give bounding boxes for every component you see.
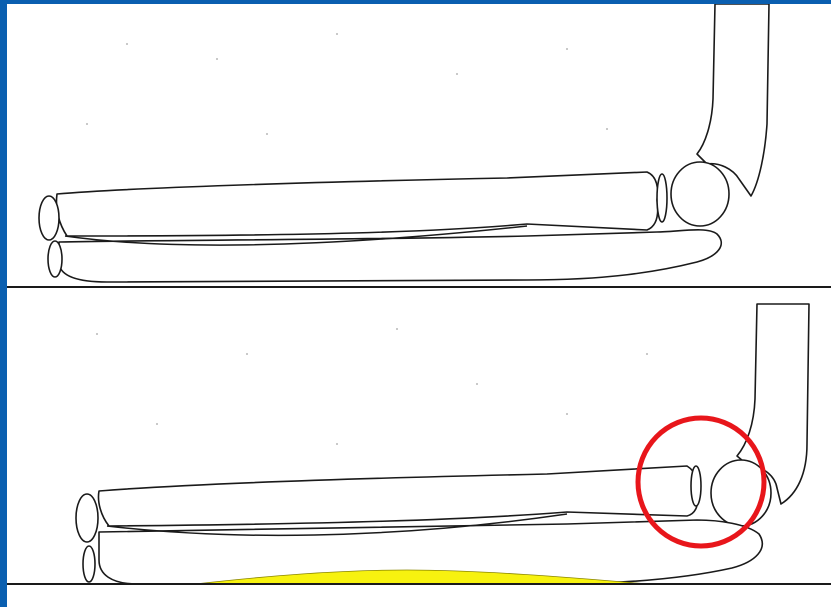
carpal-lower-2 [83, 546, 95, 582]
carpal-upper-1 [39, 196, 59, 240]
carpal-lower-1 [76, 494, 98, 542]
ulna-upper [59, 230, 721, 282]
carpal-upper-2 [48, 241, 62, 277]
lower-scan-noise [96, 328, 648, 445]
radial-head-lower [691, 466, 701, 506]
radius-upper [56, 172, 657, 236]
upper-panel [7, 4, 831, 287]
upper-scan-noise [86, 33, 608, 135]
radius-lower [98, 466, 697, 526]
lower-panel [7, 304, 831, 584]
diagram-frame [7, 4, 831, 607]
elbow-diagram [7, 4, 831, 607]
humeral-condyle-upper [671, 162, 729, 226]
radial-head-upper [657, 174, 667, 222]
